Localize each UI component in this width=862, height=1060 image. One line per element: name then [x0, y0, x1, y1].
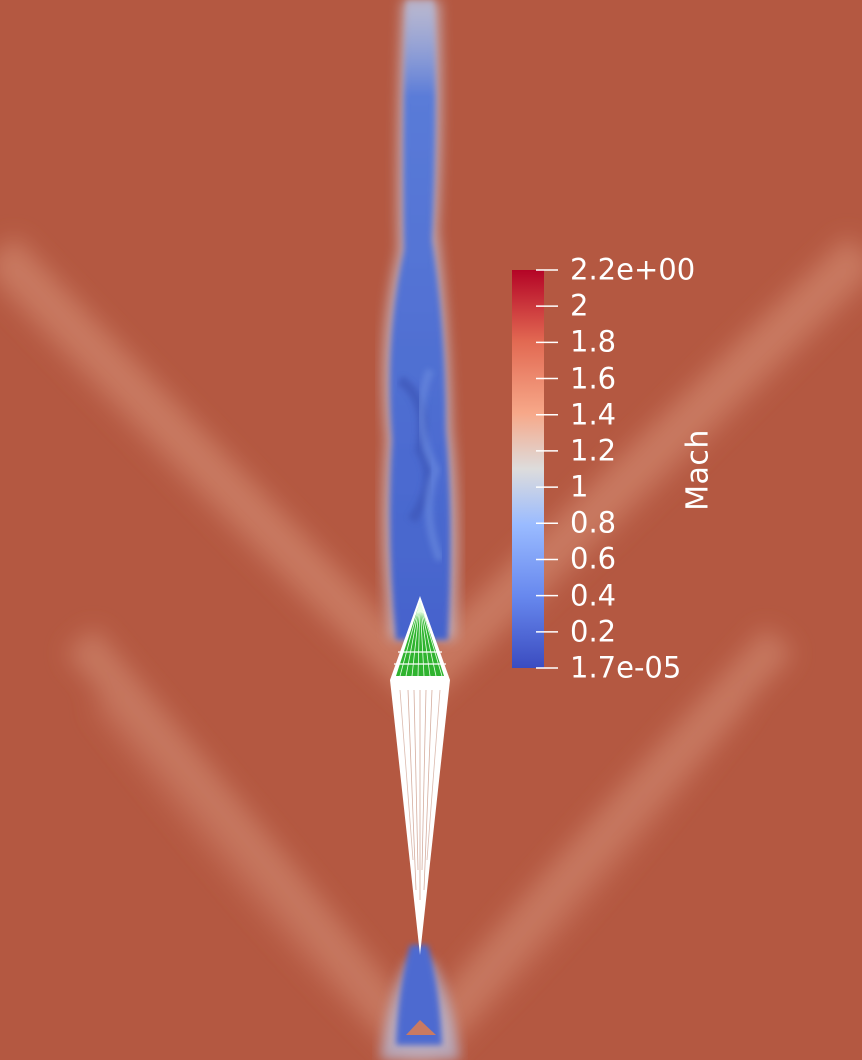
body-geometry	[390, 680, 450, 955]
colorbar-tick-label: 1	[570, 469, 589, 504]
colorbar-tick-label: 0.8	[570, 505, 617, 540]
colorbar-tick-label: 1.6	[570, 361, 617, 396]
nose-cone-mesh	[390, 596, 450, 680]
colorbar-tick-label: 1.4	[570, 397, 617, 432]
colorbar-tick-label: 0.4	[570, 578, 617, 613]
wake-plume	[382, 0, 458, 640]
colorbar-tick-label: 0.2	[570, 614, 617, 649]
colorbar-tick-label: 1.2	[570, 433, 617, 468]
colorbar-tick-label: 2.2e+00	[570, 252, 696, 287]
colorbar-tick-label: 1.7e-05	[570, 650, 682, 685]
colorbar-title: Mach	[680, 429, 716, 511]
colorbar-tick-label: 2	[570, 288, 589, 323]
colorbar-ticks	[536, 269, 558, 669]
colorbar	[512, 269, 558, 669]
colorbar-tick-label: 0.6	[570, 541, 617, 576]
lower-wake	[380, 945, 460, 1060]
colorbar-gradient	[512, 270, 544, 668]
colorbar-tick-label: 1.8	[570, 324, 617, 359]
